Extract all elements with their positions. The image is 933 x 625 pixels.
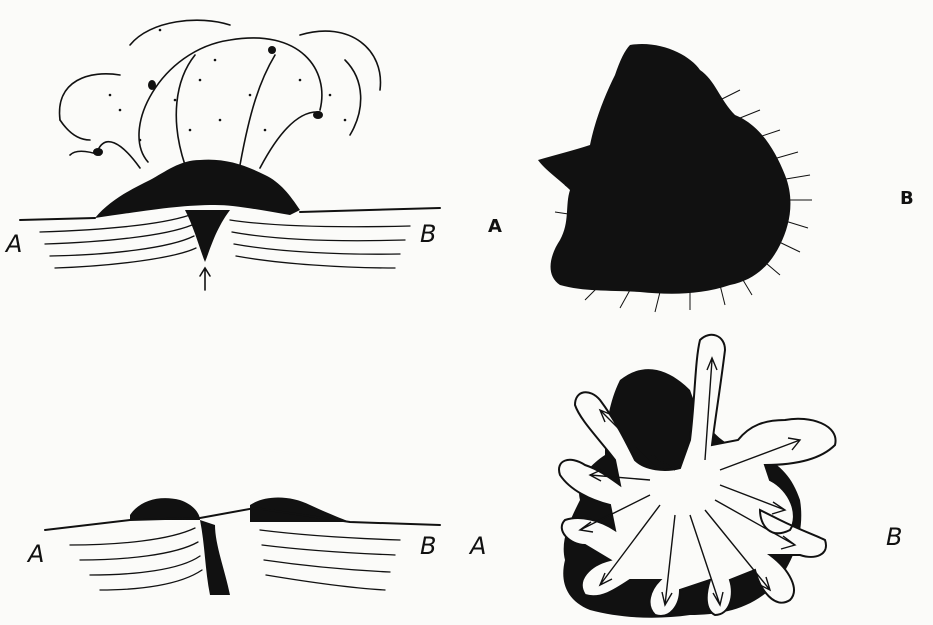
- dark-plan-blob: [538, 44, 790, 294]
- plan-dark-label-b: B: [900, 190, 914, 208]
- plan-radial-label-b: B: [886, 525, 902, 549]
- ground-line-lower: [45, 508, 440, 530]
- crater-section-figure: [45, 498, 440, 596]
- plan-view-radial-figure: [559, 335, 836, 618]
- crater-label-a: A: [28, 542, 44, 566]
- strata-lines: [40, 215, 410, 268]
- strata-lines-lower: [70, 528, 400, 590]
- magma-arrow: [200, 268, 210, 290]
- plan-radial-label-a: A: [470, 534, 486, 558]
- plan-view-dark-figure: [538, 44, 812, 312]
- crater-rim-left: [130, 498, 200, 520]
- ground-line: [20, 208, 440, 220]
- eruption-label-a: A: [6, 232, 22, 256]
- cinder-cone: [95, 160, 300, 218]
- volcanic-bombs: [93, 29, 346, 156]
- crater-label-b: B: [420, 534, 436, 558]
- eruption-section-figure: [20, 20, 440, 290]
- plan-dark-label-a: A: [488, 218, 502, 236]
- ejecta-trails: [60, 20, 381, 168]
- eruption-label-b: B: [420, 222, 436, 246]
- crater-fill: [200, 520, 230, 595]
- volcanic-conduit: [185, 210, 230, 262]
